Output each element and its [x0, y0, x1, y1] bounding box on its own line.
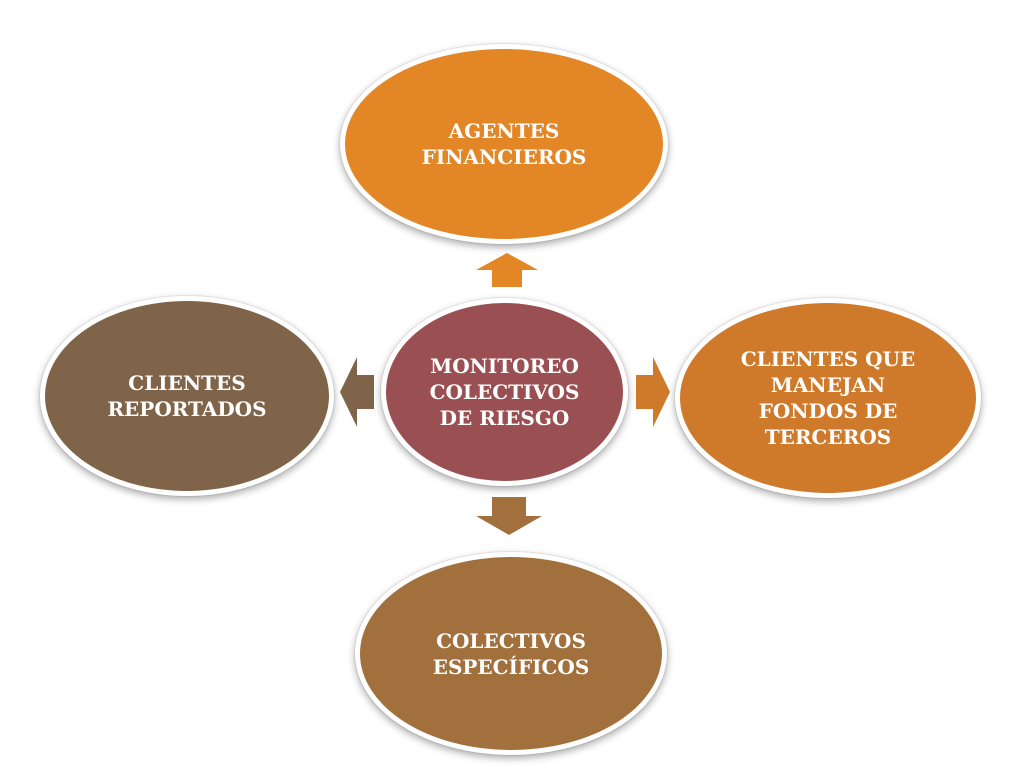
- arrow-down-icon: [476, 497, 542, 535]
- node-clientes-reportados-label: CLIENTES REPORTADOS: [107, 371, 267, 421]
- node-colectivos-especificos: COLECTIVOS ESPECÍFICOS: [355, 552, 667, 755]
- node-clientes-fondos-terceros: CLIENTES QUE MANEJAN FONDOS DE TERCEROS: [675, 298, 981, 498]
- node-monitoreo-colectivos: MONITOREO COLECTIVOS DE RIESGO: [381, 298, 628, 486]
- node-agentes-financieros-label: AGENTES FINANCIEROS: [421, 119, 587, 169]
- arrow-up-icon: [476, 253, 538, 287]
- node-colectivos-especificos-label: COLECTIVOS ESPECÍFICOS: [432, 628, 590, 679]
- arrow-left-shape: [340, 357, 374, 427]
- node-agentes-financieros: AGENTES FINANCIEROS: [340, 44, 668, 244]
- arrow-up-shape: [476, 253, 538, 287]
- arrow-right-shape: [636, 357, 670, 427]
- node-clientes-fondos-terceros-label: CLIENTES QUE MANEJAN FONDOS DE TERCEROS: [740, 347, 916, 449]
- arrow-down-shape: [476, 497, 542, 535]
- node-clientes-reportados: CLIENTES REPORTADOS: [40, 296, 334, 496]
- arrow-right-icon: [636, 357, 670, 427]
- node-monitoreo-colectivos-label: MONITOREO COLECTIVOS DE RIESGO: [429, 354, 580, 430]
- arrow-left-icon: [340, 357, 374, 427]
